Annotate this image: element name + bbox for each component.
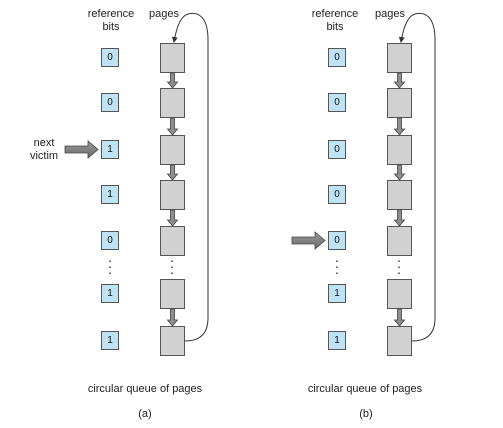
reference-bit: 1 — [101, 185, 119, 204]
reference-header-line1: reference — [311, 8, 359, 20]
panel-caption: (b) — [359, 408, 373, 420]
reference-bit: 1 — [101, 331, 119, 350]
queue-label: circular queue of pages — [87, 383, 203, 395]
page-link-arrows-b — [393, 72, 406, 327]
reference-bit: 0 — [328, 231, 346, 250]
reference-bits-header: reference bits — [308, 8, 362, 34]
reference-bit: 0 — [101, 48, 119, 67]
reference-bit: 1 — [101, 140, 119, 159]
next-victim-label: next victim — [26, 137, 62, 163]
reference-bit: 0 — [101, 93, 119, 112]
pages-header: pages — [375, 8, 405, 20]
reference-header-line1: reference — [87, 8, 135, 20]
down-arrow — [393, 117, 406, 136]
down-arrow — [166, 209, 179, 227]
ellipsis-dots: ··· — [107, 252, 113, 280]
page-block — [160, 88, 185, 118]
page-block — [160, 326, 185, 356]
down-arrow — [166, 117, 179, 136]
next-victim-line1: next — [33, 137, 55, 149]
reference-bit: 1 — [101, 284, 119, 303]
reference-bit: 0 — [101, 231, 119, 250]
down-arrow — [166, 164, 179, 181]
down-arrow — [393, 209, 406, 227]
circular-return-arrow — [398, 12, 436, 342]
down-arrow — [166, 308, 179, 327]
ellipsis-dots: ··· — [396, 252, 402, 280]
page-link-arrows-a — [166, 72, 179, 327]
reference-header-line2: bits — [326, 21, 344, 33]
reference-bit: 0 — [328, 48, 346, 67]
pages-header: pages — [149, 8, 179, 20]
down-arrow — [393, 308, 406, 327]
reference-bit: 1 — [328, 331, 346, 350]
down-arrow — [166, 72, 179, 89]
reference-bit: 1 — [328, 284, 346, 303]
page-block — [387, 279, 412, 309]
page-block — [387, 180, 412, 210]
page-block — [160, 279, 185, 309]
queue-label: circular queue of pages — [307, 383, 423, 395]
page-block — [387, 43, 412, 73]
circular-return-arrow — [171, 12, 209, 342]
page-block — [160, 43, 185, 73]
page-block — [160, 226, 185, 256]
next-victim-arrow — [291, 231, 326, 250]
down-arrow — [393, 72, 406, 89]
reference-bit: 0 — [328, 185, 346, 204]
down-arrow — [393, 164, 406, 181]
panel-caption: (a) — [138, 408, 152, 420]
reference-header-line2: bits — [102, 21, 120, 33]
page-block — [160, 180, 185, 210]
reference-bit: 0 — [328, 93, 346, 112]
next-victim-arrow — [64, 140, 99, 159]
ellipsis-dots: ··· — [334, 252, 340, 280]
reference-bit: 0 — [328, 140, 346, 159]
next-victim-line2: victim — [29, 150, 59, 162]
ellipsis-dots: ··· — [169, 252, 175, 280]
reference-bits-header: reference bits — [84, 8, 138, 34]
page-block — [387, 326, 412, 356]
